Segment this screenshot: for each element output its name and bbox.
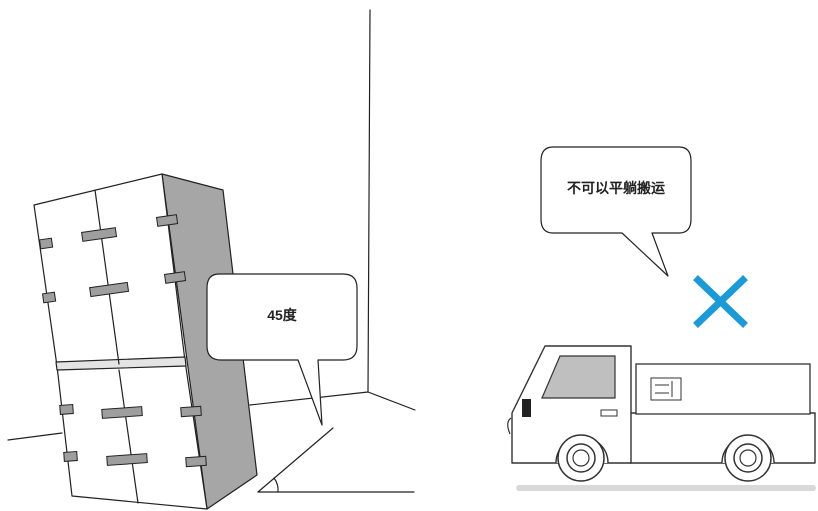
front-wheel <box>557 434 605 482</box>
angle-indicator <box>257 427 334 493</box>
warning-callout-bubble <box>540 146 692 277</box>
room-lines <box>7 9 416 493</box>
warning-label: 不可以平躺搬运 <box>567 180 665 196</box>
rear-wheel <box>724 434 772 482</box>
x-mark-icon <box>693 275 748 328</box>
angle-callout-bubble <box>206 273 358 426</box>
truck <box>507 345 816 482</box>
angle-label: 45度 <box>267 307 297 323</box>
cab-window <box>541 355 616 399</box>
angle-callout-text: 45度 <box>207 274 357 360</box>
warning-callout-text: 不可以平躺搬运 <box>541 147 691 233</box>
road <box>516 485 816 491</box>
